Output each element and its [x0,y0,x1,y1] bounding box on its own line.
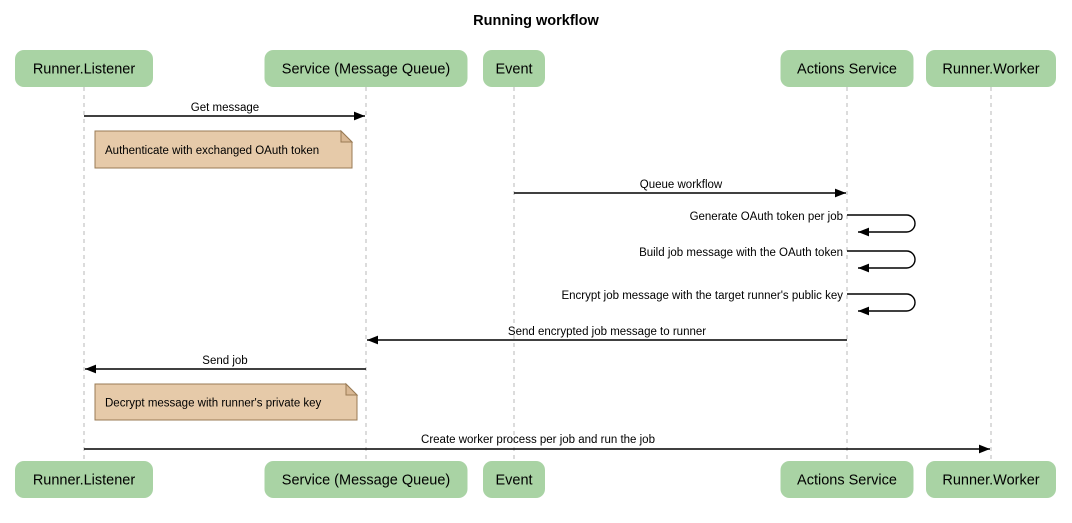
participant-box [780,50,914,87]
participant-box [926,50,1056,87]
participant-label: Actions Service [797,473,897,489]
note-fold-corner-icon [345,382,359,396]
message-queue-workflow: Queue workflow [514,179,846,198]
note-body [94,130,353,169]
participant-event-header[interactable]: Event [483,50,545,87]
participant-label: Event [495,473,532,489]
lifelines [83,87,992,461]
message-label: Send job [202,355,247,367]
message-label: Queue workflow [640,179,723,191]
participant-box [780,461,914,498]
message-label: Encrypt job message with the target runn… [561,290,843,302]
participant-actions-service-footer[interactable]: Actions Service [780,461,914,498]
participant-runner-listener-header[interactable]: Runner.Listener [15,50,153,87]
message-label: Create worker process per job and run th… [421,434,655,446]
note-fold-corner-icon [340,129,354,143]
participant-box [15,50,153,87]
participant-label: Service (Message Queue) [282,62,450,78]
message-label: Get message [191,102,259,114]
participant-footers: Runner.Listener Service (Message Queue) Ev… [15,461,1056,498]
participant-label: Actions Service [797,62,897,78]
message-build-job-message-with-the-oauth-token: Build job message with the OAuth token [639,247,916,273]
note-decrypt-message-with-runners-private-key: Decrypt message with runner's private ke… [94,382,359,421]
note-label: Authenticate with exchanged OAuth token [105,145,319,157]
participant-box [483,461,545,498]
participant-event-footer[interactable]: Event [483,461,545,498]
participant-box [264,50,468,87]
participant-runner-listener-footer[interactable]: Runner.Listener [15,461,153,498]
self-loop-path [847,214,916,237]
participant-actions-service-header[interactable]: Actions Service [780,50,914,87]
participant-box [15,461,153,498]
participant-label: Service (Message Queue) [282,473,450,489]
participant-label: Runner.Worker [942,62,1039,78]
participant-label: Runner.Listener [33,62,136,78]
page-title: Running workflow [473,13,599,29]
participant-label: Event [495,62,532,78]
participant-service-message-queue-footer[interactable]: Service (Message Queue) [264,461,468,498]
message-generate-oauth-token-per-job: Generate OAuth token per job [690,211,916,237]
message-label: Build job message with the OAuth token [639,247,843,259]
self-loop-path [847,293,916,316]
self-loop-path [847,250,916,273]
participant-label: Runner.Worker [942,473,1039,489]
message-send-job: Send job [85,355,366,374]
message-label: Generate OAuth token per job [690,211,843,223]
participant-box [264,461,468,498]
notes: Authenticate with exchanged OAuth tokenD… [94,129,359,421]
message-get-message: Get message [84,102,365,121]
participant-box [926,461,1056,498]
participant-runner-worker-footer[interactable]: Runner.Worker [926,461,1056,498]
note-body [94,383,358,421]
message-create-worker-process-per-job-and-run-the-job: Create worker process per job and run th… [84,434,990,454]
message-encrypt-job-message-with-the-target-runners-public-key: Encrypt job message with the target runn… [561,290,916,316]
note-label: Decrypt message with runner's private ke… [105,398,322,410]
participant-label: Runner.Listener [33,473,136,489]
participant-service-message-queue-header[interactable]: Service (Message Queue) [264,50,468,87]
note-authenticate-with-exchanged-oauth-token: Authenticate with exchanged OAuth token [94,129,354,169]
message-send-encrypted-job-message-to-runner: Send encrypted job message to runner [367,326,847,345]
participant-box [483,50,545,87]
participant-runner-worker-header[interactable]: Runner.Worker [926,50,1056,87]
message-label: Send encrypted job message to runner [508,326,706,338]
participant-headers: Runner.Listener Service (Message Queue) Ev… [15,50,1056,87]
